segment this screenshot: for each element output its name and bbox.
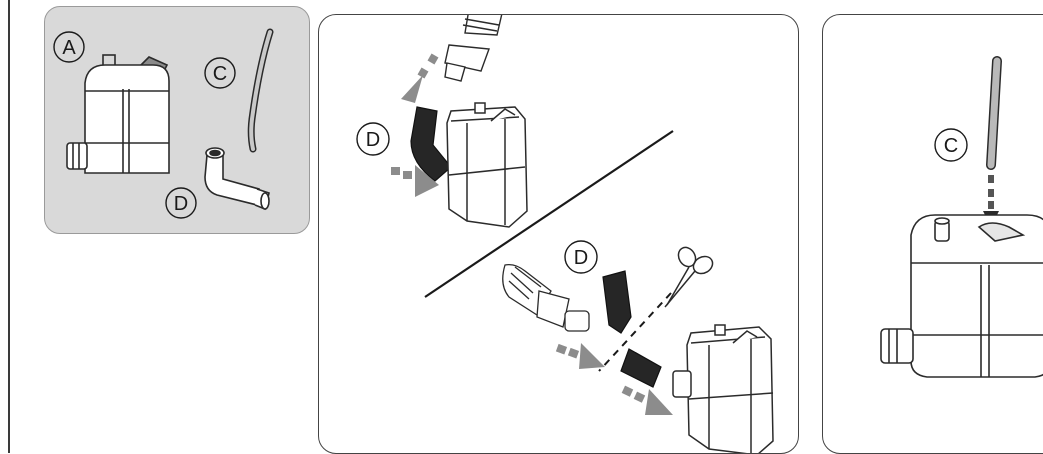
callout-c-insert: C [935, 129, 967, 161]
callout-d-parts: D [166, 188, 196, 218]
tube-icon [621, 349, 661, 387]
callout-d-bottom-label: D [574, 247, 588, 269]
elbow-connector-icon [603, 271, 631, 333]
arrow-icon [622, 386, 673, 415]
drain-hose-icon [503, 265, 589, 331]
scissors-icon [665, 244, 716, 307]
pump-icon [447, 103, 527, 227]
callout-d-parts-label: D [174, 193, 188, 215]
parts-overview-panel: A C [44, 6, 310, 234]
callout-d-top: D [357, 123, 389, 155]
callout-a-label: A [62, 37, 76, 59]
page-edge-line [8, 0, 10, 453]
callout-c: C [205, 58, 235, 88]
connection-panel: D D [318, 14, 799, 454]
callout-a: A [54, 32, 84, 62]
callout-d-bottom: D [565, 241, 597, 273]
arrow-icon [556, 343, 605, 369]
callout-c-label: C [213, 63, 227, 85]
tube-icon [251, 32, 270, 149]
arrow-icon [401, 54, 438, 103]
elbow-connector-icon [205, 148, 269, 209]
tube-insertion-panel: C [822, 14, 1043, 454]
pump-icon [881, 215, 1043, 377]
tube-icon [991, 61, 997, 209]
pump-icon [673, 325, 773, 454]
pump-icon [67, 55, 169, 173]
drain-hose-icon [445, 14, 503, 81]
callout-c-insert-label: C [944, 135, 958, 157]
callout-d-top-label: D [366, 129, 380, 151]
